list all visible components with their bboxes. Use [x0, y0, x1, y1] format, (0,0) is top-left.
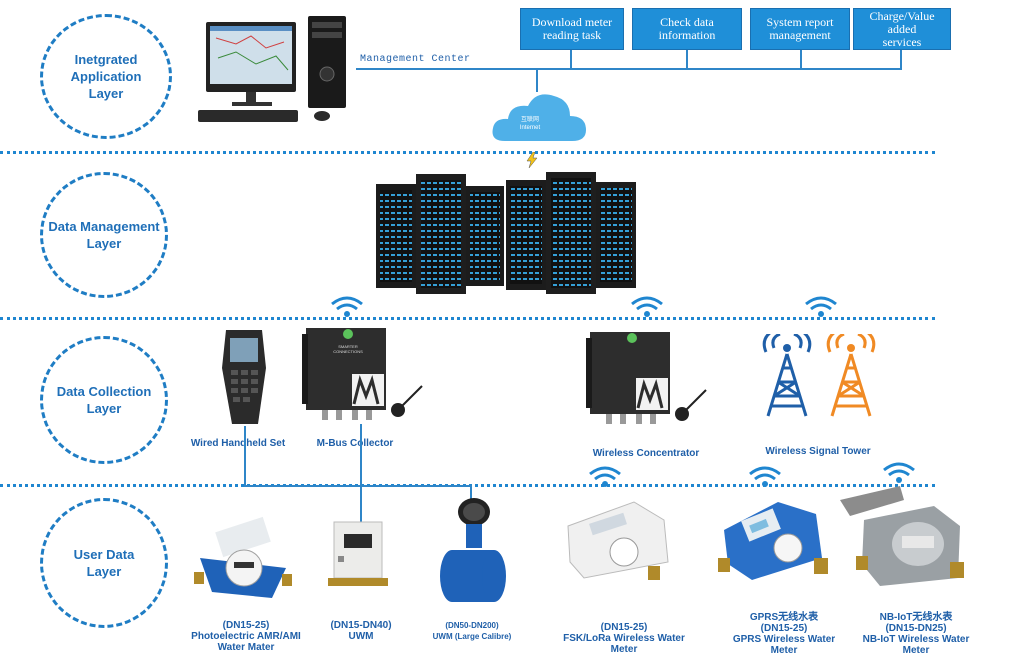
connector-line	[536, 68, 538, 92]
mbus-collector-icon	[302, 328, 423, 420]
bus-line	[244, 485, 472, 487]
nb-iot-meter-icon	[840, 486, 964, 586]
photoelectric-meter-icon	[194, 516, 292, 598]
wifi-icon	[805, 296, 837, 317]
layer-subtitle: Layer	[86, 564, 122, 579]
fsk-lora-meter-icon	[567, 501, 669, 580]
wifi-icon	[331, 296, 363, 317]
wifi-icon	[589, 466, 621, 487]
connector-line	[686, 50, 688, 69]
internet-cloud-icon	[492, 94, 586, 141]
lightning-icon	[526, 152, 538, 168]
wireless-concentrator-label: Wireless Concentrator	[592, 448, 700, 459]
management-line	[356, 68, 902, 70]
device-brand-label: SMARTER CONNECTIONS	[333, 344, 363, 354]
bus-line	[244, 426, 246, 486]
handheld-terminal-icon	[222, 330, 266, 424]
connector-line	[570, 50, 572, 69]
layer-subtitle: Layer	[88, 86, 124, 101]
meter-label: (DN50-DN200)UWM (Large Calibre)	[432, 621, 512, 641]
wifi-icon	[631, 296, 663, 317]
layer-title: Inetgrated Application	[70, 52, 142, 84]
gprs-meter-icon	[718, 502, 828, 580]
layer-title: User Data	[73, 547, 135, 562]
layer-title: Data Collection	[56, 384, 152, 399]
wifi-icon	[883, 462, 915, 483]
signal-tower-label: Wireless Signal Tower	[765, 446, 871, 457]
bus-line	[360, 424, 362, 486]
handheld-label: Wired Handheld Set	[190, 438, 286, 449]
wifi-icon	[749, 466, 781, 487]
large-calibre-meter-icon	[440, 498, 506, 602]
meter-label: (DN15-DN40)UWM	[330, 620, 392, 642]
desktop-computer-icon	[198, 16, 346, 122]
meter-label: NB-IoT无线水表(DN15-DN25)NB-IoT Wireless Wat…	[862, 612, 970, 656]
layer-separator	[0, 317, 935, 320]
signal-tower-blue-icon	[762, 334, 812, 417]
server-rack-icon	[376, 172, 636, 294]
wireless-concentrator-icon	[586, 332, 707, 424]
layer-subtitle: Layer	[86, 401, 122, 416]
connector-line	[900, 50, 902, 69]
layer-title: Data Management	[48, 219, 160, 234]
bus-line	[360, 485, 362, 525]
bus-line	[470, 485, 472, 499]
uwm-meter-icon	[328, 521, 388, 586]
connector-line	[800, 50, 802, 69]
management-center-label: Management Center	[360, 54, 471, 65]
mbus-collector-label: M-Bus Collector	[316, 438, 394, 449]
layer-separator	[0, 151, 935, 154]
signal-tower-orange-icon	[826, 334, 876, 417]
layer-subtitle: Layer	[86, 236, 122, 251]
